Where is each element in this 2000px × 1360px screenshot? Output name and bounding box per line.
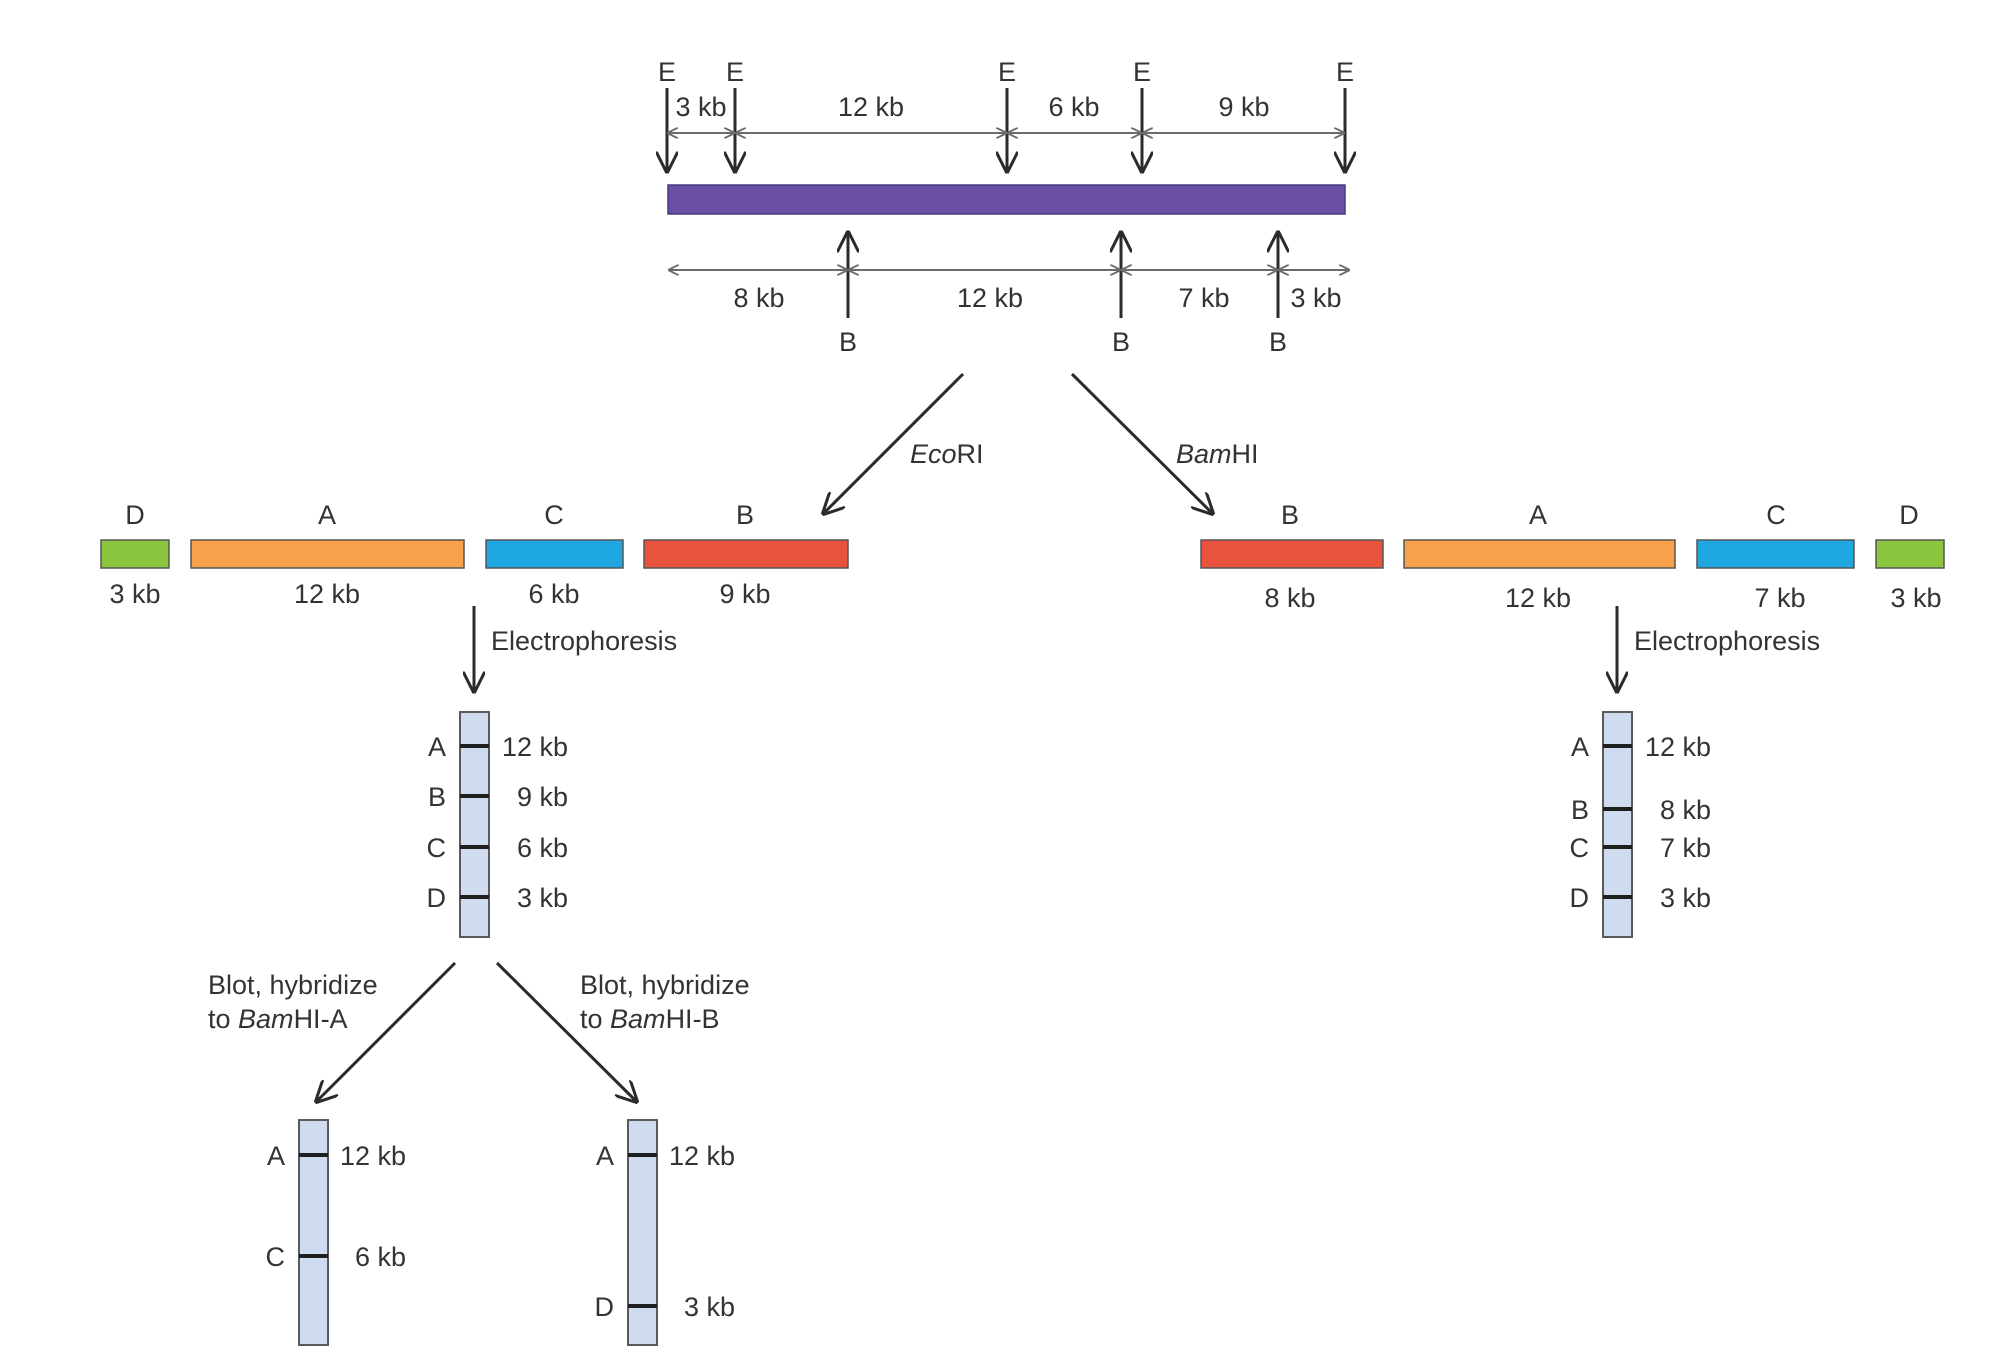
bamhi-gel-lane <box>1602 711 1633 938</box>
ecori-fragments: D A C B 3 kb 12 kb 6 kb 9 kb <box>100 500 849 609</box>
blot-arrow-right <box>495 961 637 1102</box>
bamhi-fragment-letter: C <box>1766 500 1786 530</box>
ecori-fragment-size: 6 kb <box>528 579 579 609</box>
ecori-fragment-b <box>643 539 849 569</box>
gel-band-size: 12 kb <box>502 732 568 762</box>
ecori-fragment-size: 3 kb <box>109 579 160 609</box>
bamhi-interval-label: 8 kb <box>733 283 784 313</box>
dna-segment-bar <box>667 184 1346 215</box>
gel-band-letter: B <box>1571 795 1589 825</box>
gel-band-letter: D <box>427 883 447 913</box>
gel-band-letter: D <box>595 1292 615 1322</box>
ecori-digest-label: EcoRI <box>910 439 984 469</box>
bamhi-site-markers: B B B <box>839 232 1287 357</box>
gel-band-letter: A <box>596 1141 614 1171</box>
ecori-digest-arrow <box>823 372 965 514</box>
gel-band-letter: C <box>427 833 447 863</box>
gel-band-size: 8 kb <box>1660 795 1711 825</box>
ecori-fragment-a <box>190 539 465 569</box>
gel-band-letter: D <box>1570 883 1590 913</box>
ecori-interval-label: 3 kb <box>675 92 726 122</box>
bamhi-fragments: B A C D 8 kb 12 kb 7 kb 3 kb <box>1200 500 1945 613</box>
bamhi-interval-label: 7 kb <box>1178 283 1229 313</box>
bamhi-digest-arrow <box>1070 372 1213 514</box>
gel-band-size: 3 kb <box>684 1292 735 1322</box>
bamhi-interval-label: 3 kb <box>1290 283 1341 313</box>
gel-band-size: 7 kb <box>1660 833 1711 863</box>
bamhi-fragment-size: 12 kb <box>1505 583 1571 613</box>
blot-arrow-left <box>316 961 457 1102</box>
gel-band-size: 6 kb <box>517 833 568 863</box>
bamhi-fragment-size: 7 kb <box>1754 583 1805 613</box>
bamhi-fragment-letter: D <box>1899 500 1919 530</box>
bamhi-fragment-c <box>1696 539 1855 569</box>
gel-band-letter: A <box>428 732 446 762</box>
bamhi-site-label: B <box>1112 327 1130 357</box>
digest-arrows: EcoRI BamHI <box>823 372 1259 514</box>
bamhi-site-label: B <box>1269 327 1287 357</box>
ecori-fragment-c <box>485 539 624 569</box>
bamhi-electrophoresis: Electrophoresis A B C D 12 kb 8 kb 7 kb … <box>1570 606 1820 938</box>
gel-band-letter: B <box>428 782 446 812</box>
bamhi-fragment-size: 8 kb <box>1264 583 1315 613</box>
bamhi-fragment-d <box>1875 539 1945 569</box>
ecori-site-markers: E E E E E <box>658 57 1354 172</box>
ecori-interval-label: 9 kb <box>1218 92 1269 122</box>
bamhi-fragment-letter: B <box>1281 500 1299 530</box>
ecori-fragment-size: 12 kb <box>294 579 360 609</box>
blot-right-label-line2: to BamHI-B <box>580 1004 720 1034</box>
bamhi-site-label: B <box>839 327 857 357</box>
gel-band-letter: C <box>1570 833 1590 863</box>
bamhi-fragment-letter: A <box>1529 500 1547 530</box>
bamhi-fragment-size: 3 kb <box>1890 583 1941 613</box>
bamhi-fragment-a <box>1403 539 1676 569</box>
gel-band-size: 3 kb <box>1660 883 1711 913</box>
ecori-fragment-letter: D <box>125 500 145 530</box>
bamhi-digest-label: BamHI <box>1176 439 1259 469</box>
bamhi-electrophoresis-label: Electrophoresis <box>1634 626 1820 656</box>
blot-right-label-line1: Blot, hybridize <box>580 970 750 1000</box>
ecori-fragment-letter: B <box>736 500 754 530</box>
bamhi-intervals: 8 kb 12 kb 7 kb 3 kb <box>669 270 1349 313</box>
gel-band-size: 9 kb <box>517 782 568 812</box>
blot-left-label-line1: Blot, hybridize <box>208 970 378 1000</box>
ecori-intervals: 3 kb 12 kb 6 kb 9 kb <box>668 92 1344 133</box>
gel-band-size: 6 kb <box>355 1242 406 1272</box>
ecori-electrophoresis: Electrophoresis A B C D 12 kb 9 kb 6 kb … <box>427 606 677 938</box>
ecori-fragment-letter: C <box>544 500 564 530</box>
ecori-site-label: E <box>658 57 676 87</box>
gel-band-letter: A <box>267 1141 285 1171</box>
gel-band-size: 12 kb <box>669 1141 735 1171</box>
gel-band-letter: C <box>266 1242 286 1272</box>
restriction-map: E E E E E 3 kb 12 kb 6 kb 9 kb B B B <box>658 57 1354 357</box>
ecori-interval-label: 12 kb <box>838 92 904 122</box>
bamhi-interval-label: 12 kb <box>957 283 1023 313</box>
gel-band-size: 3 kb <box>517 883 568 913</box>
ecori-interval-label: 6 kb <box>1048 92 1099 122</box>
ecori-fragment-size: 9 kb <box>719 579 770 609</box>
ecori-site-label: E <box>1336 57 1354 87</box>
ecori-electrophoresis-label: Electrophoresis <box>491 626 677 656</box>
ecori-fragment-letter: A <box>318 500 336 530</box>
gel-band-size: 12 kb <box>1645 732 1711 762</box>
ecori-site-label: E <box>1133 57 1151 87</box>
blot-left-label-line2: to BamHI-A <box>208 1004 348 1034</box>
blot-left-lane <box>298 1119 329 1346</box>
bamhi-fragment-b <box>1200 539 1384 569</box>
ecori-fragment-d <box>100 539 170 569</box>
ecori-site-label: E <box>726 57 744 87</box>
ecori-site-label: E <box>998 57 1016 87</box>
gel-band-size: 12 kb <box>340 1141 406 1171</box>
southern-blots: Blot, hybridize to BamHI-A Blot, hybridi… <box>208 961 750 1346</box>
gel-band-letter: A <box>1571 732 1589 762</box>
ecori-gel-lane <box>459 711 490 938</box>
